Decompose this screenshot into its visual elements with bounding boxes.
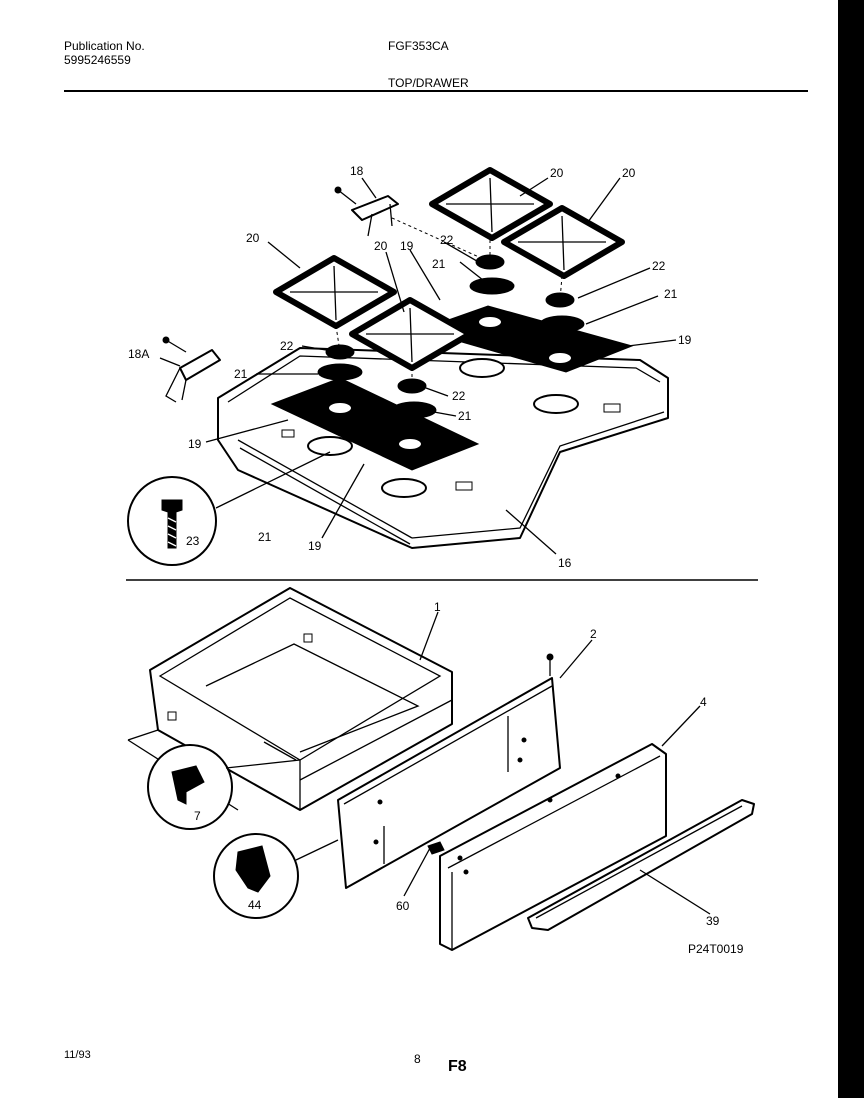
cooktop-leader-lines	[159, 177, 677, 555]
callout-20-left: 20	[246, 231, 260, 245]
burner-bowl-left	[270, 377, 480, 471]
callout-22-right: 22	[652, 259, 666, 273]
callout-20-right-rear: 20	[550, 166, 564, 180]
bracket-18	[351, 195, 399, 221]
callout-20-right-front: 20	[622, 166, 636, 180]
scan-edge	[838, 0, 864, 1098]
callout-39: 39	[706, 914, 720, 928]
header-rule	[64, 90, 808, 92]
drawer-front-panel	[337, 677, 561, 889]
callout-21-right: 21	[664, 287, 678, 301]
callout-20-center: 20	[374, 239, 388, 253]
callout-19-upper: 19	[400, 239, 414, 253]
callout-22-left: 22	[280, 339, 294, 353]
callout-21-left: 21	[234, 367, 248, 381]
drawer-callouts: 1 2 4 7 44 60 39	[194, 600, 720, 928]
callout-21-center: 21	[432, 257, 446, 271]
callout-19-lower: 19	[308, 539, 322, 553]
callout-18a: 18A	[128, 347, 149, 361]
callout-4: 4	[700, 695, 707, 709]
bracket-18a	[179, 349, 221, 381]
callout-60: 60	[396, 899, 410, 913]
drawer-handle	[527, 799, 755, 931]
drawer-leader-lines	[403, 611, 711, 915]
cooktop-callouts: 18 18A 20 20 20 20 19 19 19 19 21 21 21 …	[128, 164, 692, 570]
drawer-front	[439, 743, 667, 951]
footer-page-number: 8	[414, 1052, 421, 1066]
publication-label: Publication No.	[64, 39, 145, 53]
callout-2: 2	[590, 627, 597, 641]
callout-21-loose: 21	[258, 530, 272, 544]
callout-19-right: 19	[678, 333, 692, 347]
callout-21-front: 21	[458, 409, 472, 423]
drawer-assembly	[127, 587, 755, 951]
callout-22-center: 22	[440, 233, 454, 247]
publication-number: 5995246559	[64, 53, 131, 67]
callout-16: 16	[558, 556, 572, 570]
footer-section-code: F8	[448, 1058, 467, 1075]
figure-code: P24T0019	[688, 942, 744, 956]
section-title: TOP/DRAWER	[388, 76, 469, 90]
callout-18: 18	[350, 164, 364, 178]
callout-19-left: 19	[188, 437, 202, 451]
callout-1: 1	[434, 600, 441, 614]
callout-44: 44	[248, 898, 262, 912]
footer-date: 11/93	[64, 1049, 91, 1061]
callout-7: 7	[194, 809, 201, 823]
callout-23: 23	[186, 534, 200, 548]
cooktop-assembly	[127, 167, 669, 566]
model-number: FGF353CA	[388, 39, 449, 53]
callout-22-front: 22	[452, 389, 466, 403]
